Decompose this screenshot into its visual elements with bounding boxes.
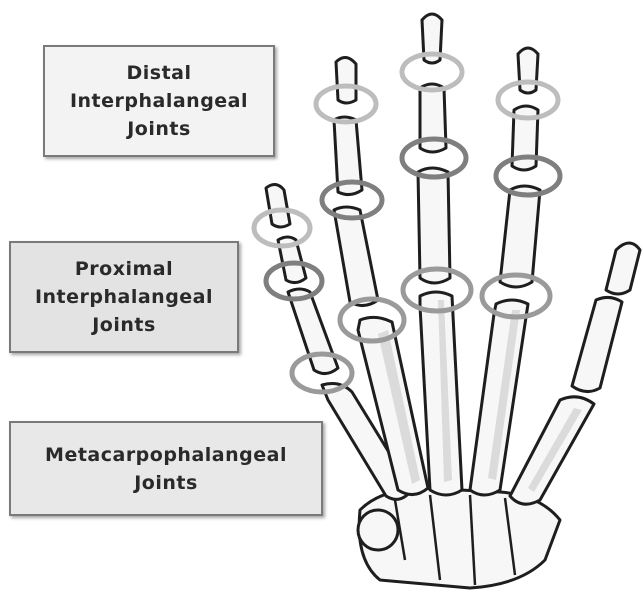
thumb-proximal-phalanx (572, 297, 622, 391)
thumb-distal-phalanx (606, 243, 640, 294)
middle-finger-proximal-phalanx (418, 168, 450, 283)
index-finger-metacarpal (470, 300, 528, 495)
ring-finger-distal-phalanx (336, 57, 356, 103)
pisiform-bone (358, 510, 398, 550)
little-finger-distal-phalanx (266, 184, 290, 227)
ring-finger-proximal-phalanx (334, 207, 378, 306)
index-finger-distal-phalanx (518, 48, 538, 93)
index-finger-proximal-phalanx (500, 186, 540, 287)
